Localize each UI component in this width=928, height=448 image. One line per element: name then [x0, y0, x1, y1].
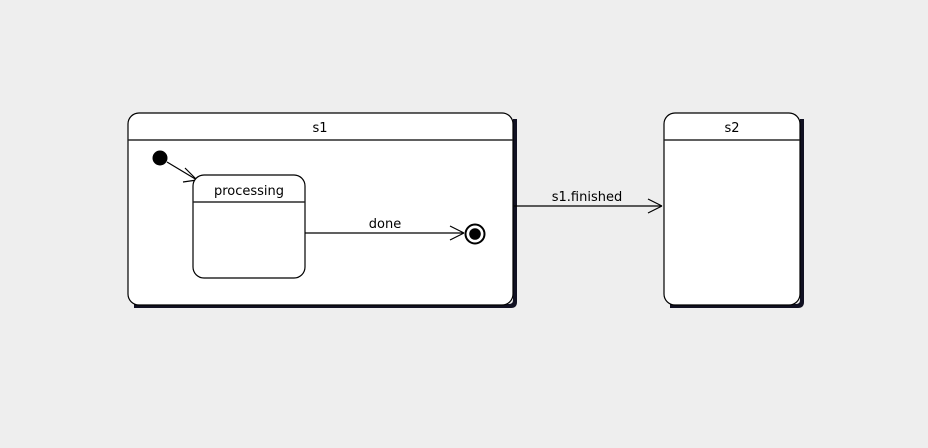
transition-s1-to-s2[interactable]: s1.finished	[514, 190, 663, 214]
initial-state-dot-icon	[152, 150, 168, 166]
state-processing-border	[192, 174, 306, 279]
state-s2[interactable]: s2	[663, 112, 804, 308]
initial-pseudostate[interactable]	[152, 150, 168, 166]
state-s1-border	[127, 112, 514, 306]
state-s1[interactable]: s1	[127, 112, 517, 308]
state-processing-label: processing	[214, 184, 284, 199]
transition-done-arrowhead-icon	[449, 225, 465, 241]
state-s2-border	[663, 112, 801, 306]
state-s2-label: s2	[724, 121, 739, 136]
transition-initial-line	[166, 161, 198, 181]
transition-done-label: done	[369, 217, 401, 232]
state-s1-label: s1	[312, 121, 327, 136]
state-s1-body-fill	[128, 113, 513, 305]
transition-s1finished-arrowhead-icon	[647, 198, 663, 214]
state-processing-body-fill	[193, 175, 305, 278]
transition-s1finished-label: s1.finished	[552, 190, 622, 205]
state-processing[interactable]: processing	[192, 174, 306, 279]
final-state-inner-dot-icon	[469, 228, 481, 240]
transition-processing-to-final[interactable]: done	[305, 217, 465, 241]
state-s2-body-fill	[664, 113, 800, 305]
final-state[interactable]	[464, 223, 486, 245]
